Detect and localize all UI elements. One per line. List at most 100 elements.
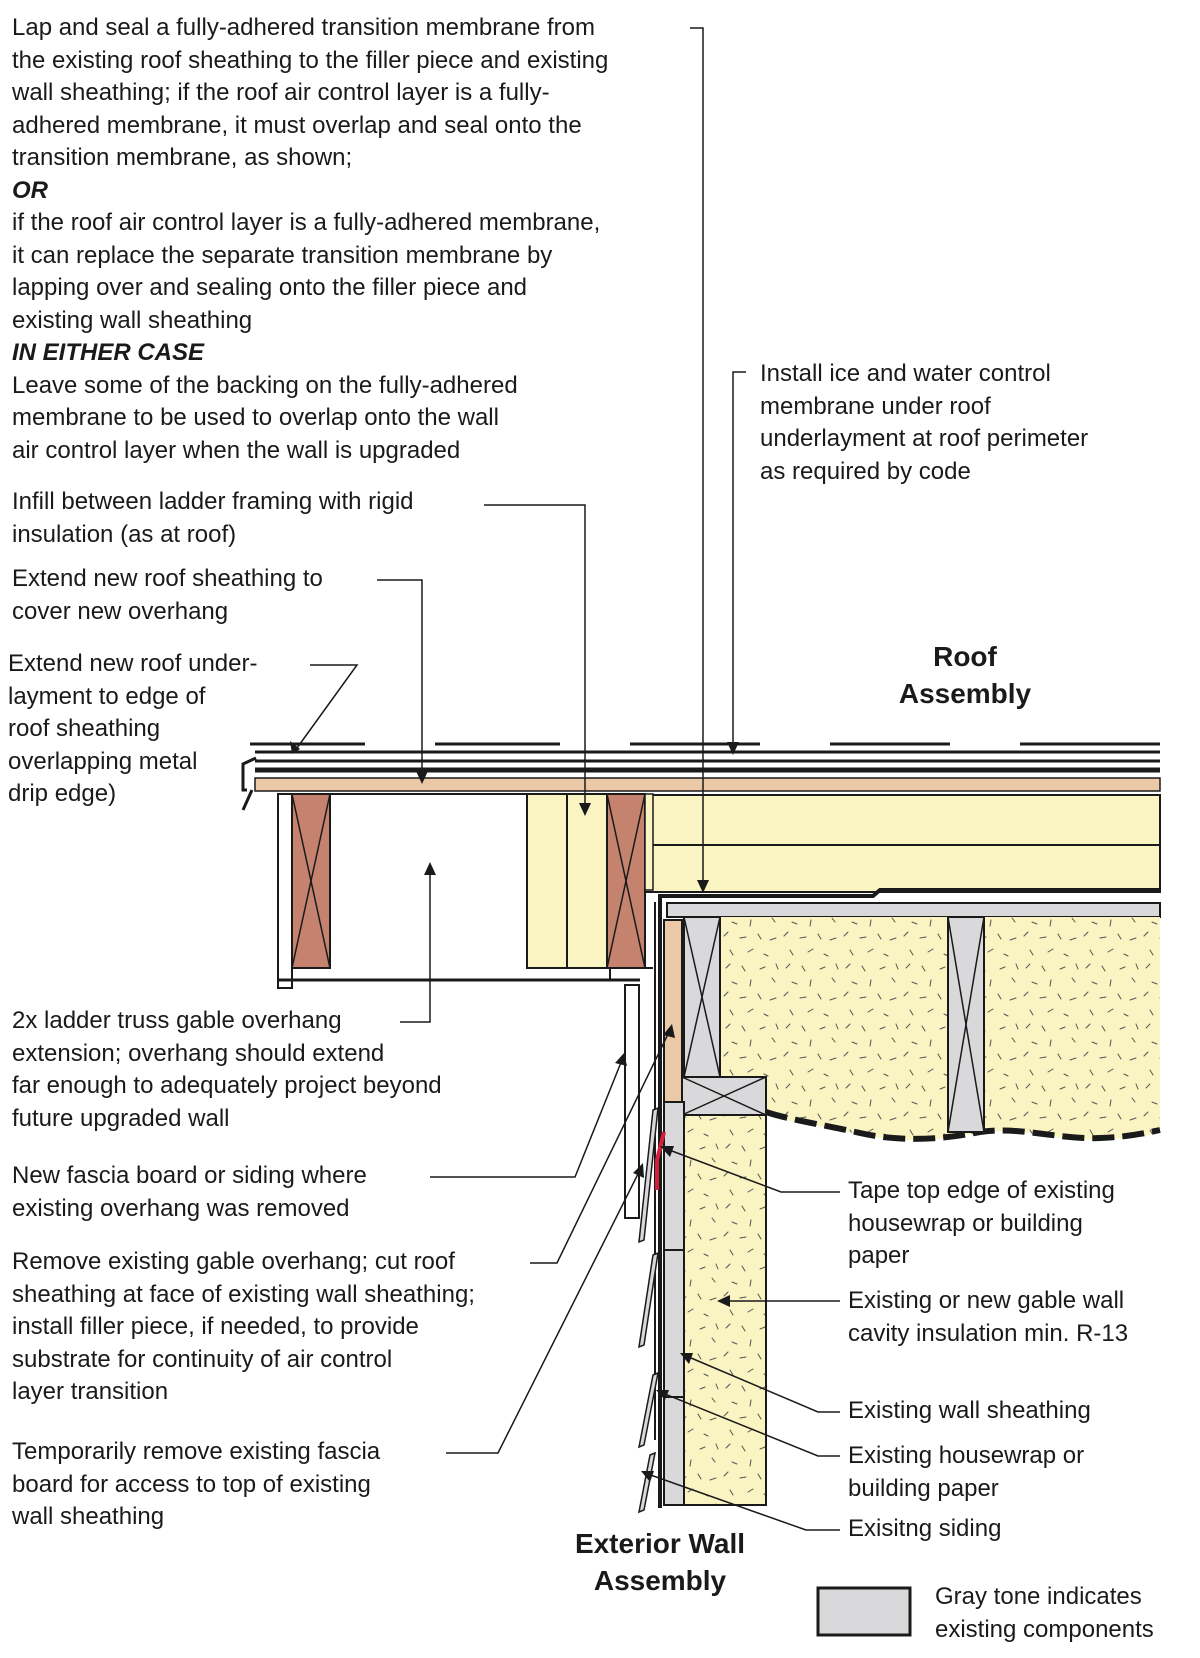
roof-rigid-insulation [609, 794, 1161, 893]
note-line: existing overhang was removed [12, 1194, 350, 1222]
note-line: membrane under roof [760, 392, 991, 420]
leader-wall-sheathing [683, 1354, 840, 1413]
arrow-fascia [615, 1053, 627, 1066]
note-ladder-truss: 2x ladder truss gable overhang extension… [12, 1005, 442, 1135]
note-or-label: OR [12, 176, 48, 204]
leader-temp-remove [446, 1169, 641, 1454]
note-either-label: IN EITHER CASE [12, 339, 205, 366]
note-line: cavity insulation min. R-13 [848, 1319, 1129, 1347]
note-extend-sheathing: Extend new roof sheathing to cover new o… [12, 563, 323, 628]
ladder-infill-insulation-a [526, 793, 568, 969]
note-line: cover new overhang [12, 597, 229, 625]
leader-siding [644, 1472, 840, 1531]
note-line: Tape top edge of existing [848, 1177, 1115, 1204]
note-line: transition membrane, as shown; [12, 144, 353, 171]
arrow-tape [660, 1146, 674, 1157]
note-housewrap: Existing housewrap or building paper [848, 1440, 1084, 1505]
leader-infill [484, 504, 586, 813]
heading-wall-assembly: Exterior Wall Assembly [555, 1525, 765, 1599]
note-line: install filler piece, if needed, to prov… [12, 1313, 419, 1340]
heading-roof-assembly: Roof Assembly [880, 638, 1050, 712]
leader-ice-water [732, 371, 746, 752]
arrow-ice-water [727, 742, 739, 755]
arrow-siding [641, 1471, 654, 1482]
note-line: Exisitng siding [848, 1515, 1002, 1542]
note-line: lapping over and sealing onto the filler… [12, 274, 528, 301]
legend-swatch [816, 1586, 912, 1637]
note-line: 2x ladder truss gable overhang [12, 1007, 342, 1034]
note-line: underlayment at roof perimeter [760, 425, 1089, 452]
existing-wall-sheathing [663, 1101, 685, 1506]
arrow-ladder-truss [424, 862, 436, 875]
leader-transition [690, 27, 704, 890]
overhang-fascia-edge [277, 793, 293, 989]
ladder-infill-insulation-b [566, 793, 608, 969]
arrow-cavity [717, 1295, 730, 1307]
wall-cavity-insulation [683, 1114, 767, 1506]
heading-line: Exterior Wall [574, 1528, 746, 1559]
legend-text: Gray tone indicates existing components [935, 1581, 1154, 1646]
leader-housewrap [659, 1391, 840, 1457]
note-transition-membrane: Lap and seal a fully-adhered transition … [12, 12, 608, 467]
note-line: adhered membrane, it must overlap and se… [12, 111, 582, 139]
leader-fascia [430, 1059, 623, 1178]
note-line: it can replace the separate transition m… [12, 241, 553, 269]
heading-line: Assembly [898, 678, 1032, 709]
arrow-wall-sheathing [680, 1353, 693, 1364]
note-wall-sheathing: Existing wall sheathing [848, 1395, 1091, 1428]
note-line: Existing wall sheathing [848, 1397, 1091, 1424]
existing-siding [638, 1106, 659, 1514]
leader-tape [663, 1147, 840, 1193]
arrow-extend-underlayment [290, 741, 300, 754]
filler-piece [663, 919, 683, 1103]
heading-line: Assembly [593, 1565, 727, 1596]
arrow-remove-overhang [663, 1024, 675, 1038]
roof-insulation-lower [609, 844, 1161, 893]
note-siding: Exisitng siding [848, 1513, 1001, 1546]
note-line: the existing roof sheathing to the fille… [12, 46, 609, 74]
leader-ladder-truss [400, 865, 431, 1023]
heading-line: Roof [933, 641, 997, 672]
note-line: wall sheathing; if the roof air control … [12, 79, 550, 106]
housewrap-tape [655, 1131, 666, 1190]
note-line: New fascia board or siding where [12, 1162, 367, 1189]
note-line: Lap and seal a fully-adhered transition … [12, 14, 595, 41]
transition-membrane [658, 888, 1160, 1440]
arrow-transition [697, 880, 709, 893]
note-line: if the roof air control layer is a fully… [12, 209, 601, 236]
note-tape: Tape top edge of existing housewrap or b… [848, 1175, 1115, 1273]
leader-remove-overhang [530, 1029, 671, 1264]
note-line: Existing housewrap or [848, 1442, 1085, 1469]
note-line: roof sheathing [8, 715, 161, 742]
note-line: Existing or new gable wall [848, 1287, 1125, 1314]
note-line: paper [848, 1242, 910, 1269]
note-line: building paper [848, 1474, 999, 1502]
roof-insulation-upper [609, 794, 1161, 846]
note-infill: Infill between ladder framing with rigid… [12, 486, 414, 551]
note-line: sheathing at face of existing wall sheat… [12, 1280, 475, 1308]
existing-framing [681, 916, 985, 1133]
note-remove-overhang: Remove existing gable overhang; cut roof… [12, 1246, 475, 1409]
note-line: wall sheathing [12, 1503, 165, 1530]
note-temp-remove: Temporarily remove existing fascia board… [12, 1436, 380, 1534]
note-line: Temporarily remove existing fascia [12, 1438, 381, 1465]
note-line: membrane to be used to overlap onto the … [12, 404, 499, 431]
note-line: housewrap or building [848, 1209, 1083, 1237]
note-line: Remove existing gable overhang; cut roof [12, 1248, 455, 1275]
note-line: Extend new roof under- [8, 650, 258, 677]
leader-lines [296, 27, 840, 1531]
note-line: drip edge) [8, 780, 117, 807]
drip-edge-kick [241, 789, 254, 811]
note-line: overlapping metal [8, 747, 198, 775]
arrow-infill [579, 803, 591, 816]
new-roof-sheathing [254, 777, 1161, 792]
ladder-truss-overhang [277, 793, 654, 989]
attic-insulation [720, 917, 1160, 1141]
new-fascia-board [624, 984, 640, 1219]
note-cavity-insulation: Existing or new gable wall cavity insula… [848, 1285, 1128, 1350]
note-extend-underlayment: Extend new roof under- layment to edge o… [8, 648, 257, 811]
note-line: far enough to adequately project beyond [12, 1072, 442, 1099]
existing-roof-sheathing [666, 902, 1161, 918]
legend-line: existing components [935, 1615, 1154, 1643]
